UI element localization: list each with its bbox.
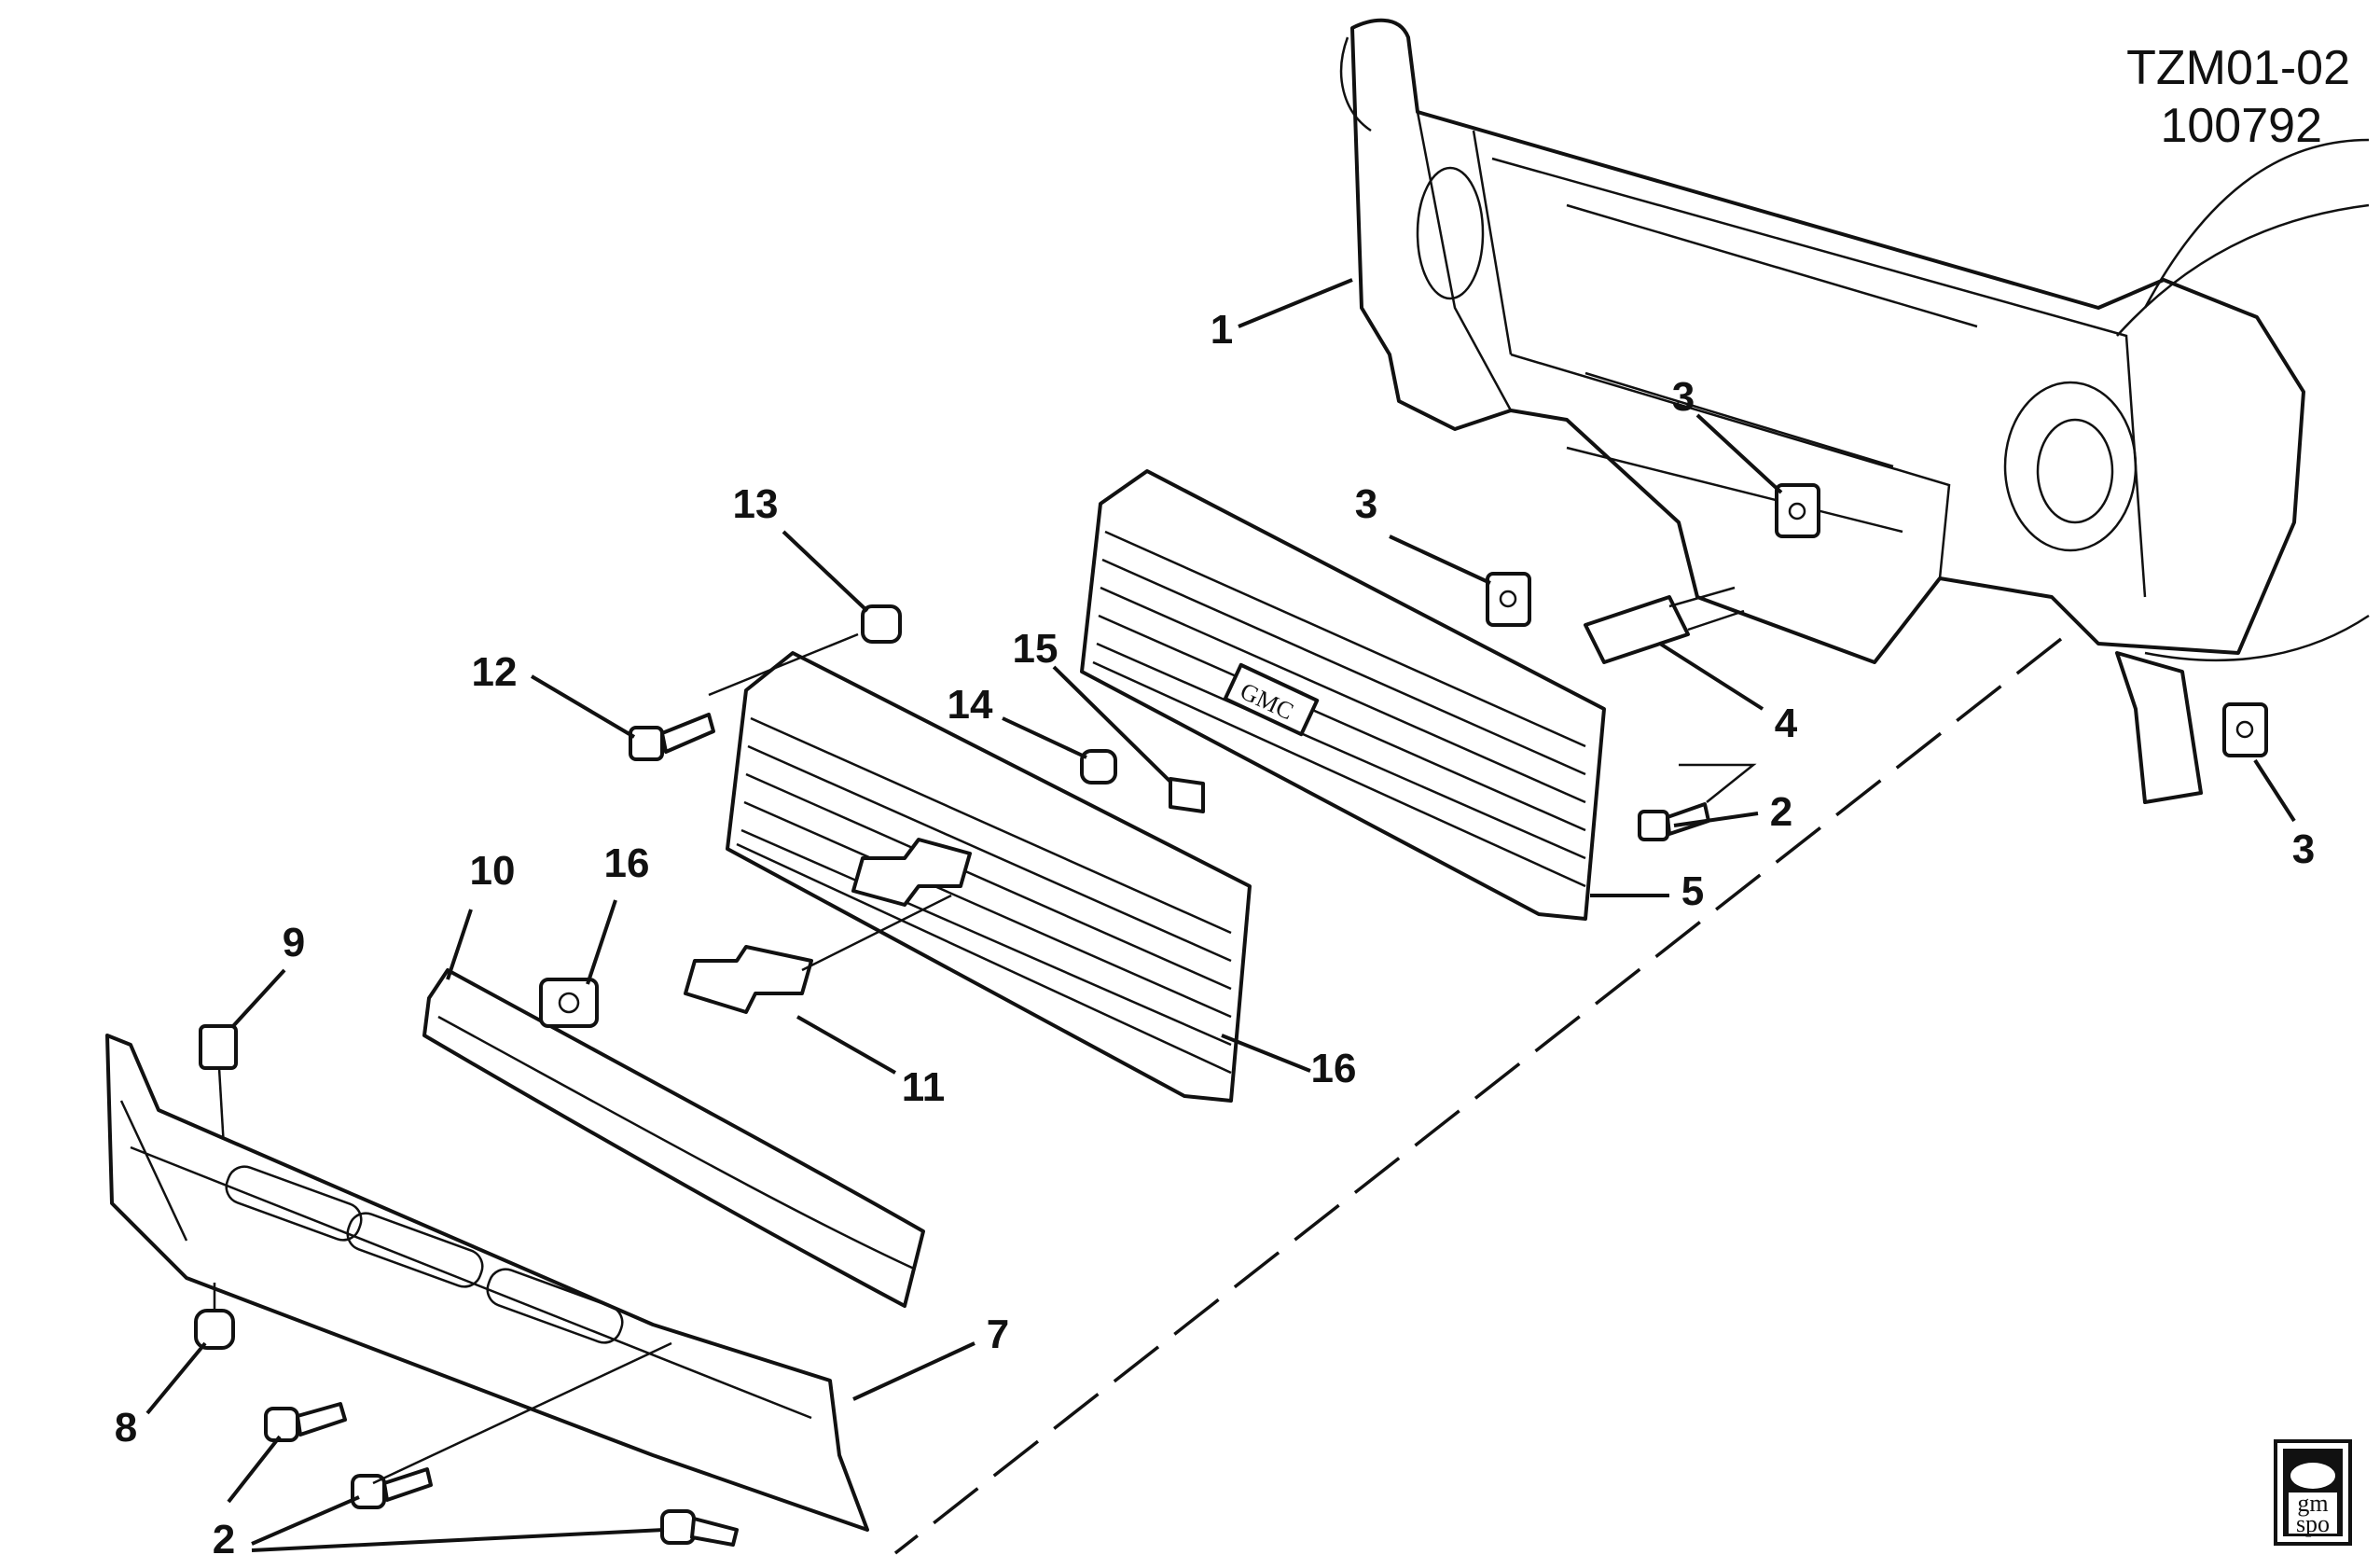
callout-8: 8 xyxy=(115,1405,137,1451)
clip-3-upper xyxy=(1775,483,1820,538)
lower-panel-7 xyxy=(105,1034,869,1532)
callout-6: 16 xyxy=(1311,1046,1357,1091)
callout-3-c: 3 xyxy=(2292,826,2315,872)
callout-9: 9 xyxy=(283,920,305,965)
callout-2-right: 2 xyxy=(1770,789,1792,835)
callout-1: 1 xyxy=(1211,307,1233,353)
callout-4: 4 xyxy=(1775,701,1798,746)
leader-1 xyxy=(1238,278,1353,328)
clip-9 xyxy=(199,1024,238,1070)
callout-13: 13 xyxy=(733,481,779,527)
callout-2-lower-a: 2 xyxy=(213,1517,235,1555)
callout-7: 7 xyxy=(987,1312,1009,1357)
logo-gm: gm xyxy=(2297,1490,2328,1517)
clip-15 xyxy=(1169,777,1205,813)
logo-spo: spo xyxy=(2296,1510,2330,1537)
screw-12 xyxy=(629,713,715,761)
gmspo-logo: gm spo xyxy=(2274,1439,2352,1546)
alignment-line xyxy=(893,637,2063,1555)
bolt-2-lower-c xyxy=(660,1509,739,1547)
push-pin-8 xyxy=(194,1283,235,1350)
callout-3-a: 3 xyxy=(1672,374,1695,420)
clip-3-middle xyxy=(1486,572,1531,627)
bolt-2-lower-b xyxy=(351,1467,433,1509)
callout-5: 5 xyxy=(1681,868,1704,914)
callout-12: 12 xyxy=(472,649,518,695)
filler-panel-10 xyxy=(422,968,925,1308)
nut-13 xyxy=(861,604,902,644)
callout-10: 10 xyxy=(470,848,516,894)
bolt-2-lower-a xyxy=(264,1402,347,1442)
grille-6-chevrolet xyxy=(726,651,1252,1103)
diagram-code: TZM01-02 xyxy=(2126,41,2350,95)
emblem-11 xyxy=(684,945,813,1014)
callout-15: 15 xyxy=(1013,626,1059,672)
callout-11: 11 xyxy=(902,1064,946,1110)
callout-14: 14 xyxy=(948,682,993,728)
diagram-date-code: 100792 xyxy=(2160,99,2322,153)
radiator-support xyxy=(1339,18,2370,804)
clip-16 xyxy=(539,978,599,1028)
callout-3-b: 3 xyxy=(1355,481,1377,527)
callout-16: 16 xyxy=(604,840,650,886)
bracket-4 xyxy=(1584,586,1745,664)
grille-5-gmc: GMC xyxy=(1080,469,1606,921)
nut-14 xyxy=(1080,749,1117,784)
clip-3-right xyxy=(2222,702,2268,757)
